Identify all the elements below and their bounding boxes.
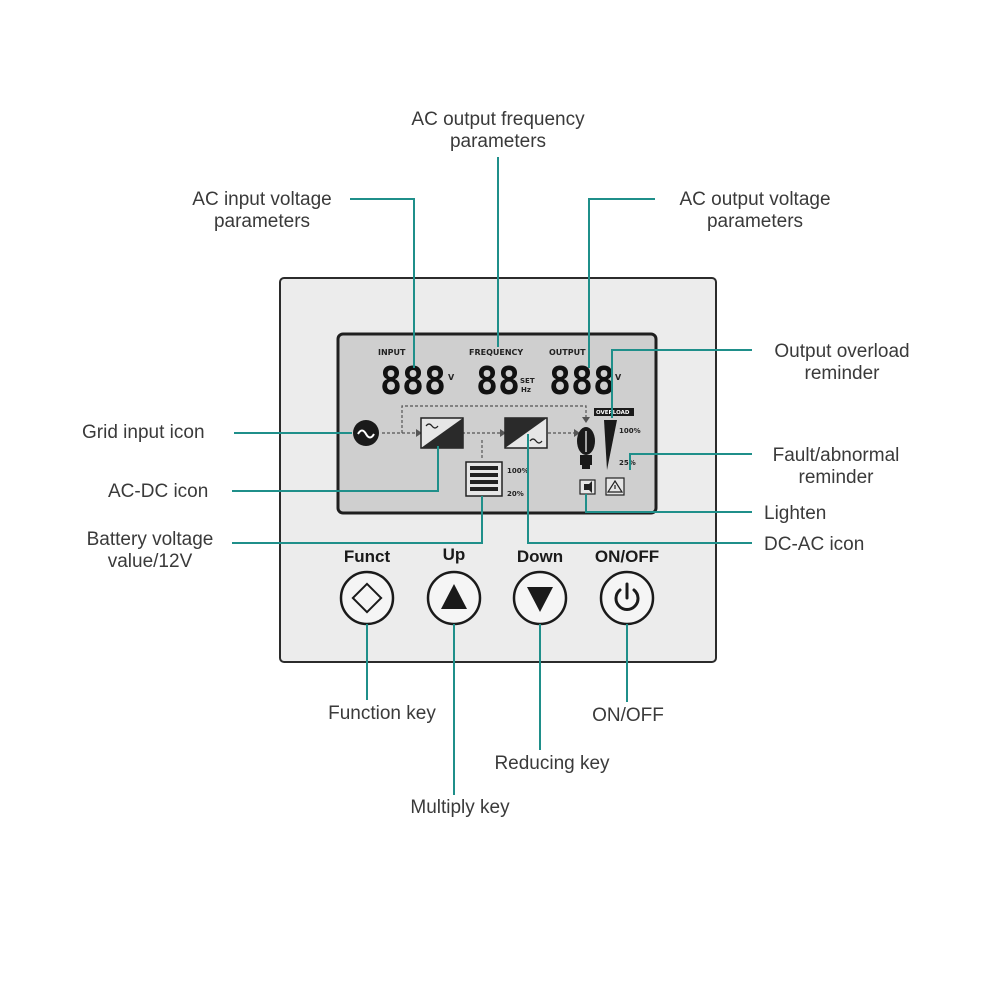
up-button[interactable] bbox=[426, 570, 482, 626]
callout-grid-input-icon: Grid input icon bbox=[82, 422, 205, 443]
callout-fault-abnormal-1: Fault/abnormal bbox=[773, 445, 900, 466]
frequency-unit: Hz bbox=[521, 386, 531, 394]
onoff-button-label: ON/OFF bbox=[595, 547, 659, 566]
lcd-input-label: INPUT bbox=[378, 348, 406, 357]
load-100-label: 100% bbox=[619, 427, 641, 435]
down-button-label: Down bbox=[517, 547, 563, 566]
callout-lighten: Lighten bbox=[764, 503, 826, 524]
power-icon bbox=[614, 582, 640, 611]
up-button-label: Up bbox=[443, 545, 466, 564]
bulb-load-icon bbox=[577, 427, 595, 469]
down-triangle-icon bbox=[527, 587, 553, 612]
callout-ac-input-voltage-2: parameters bbox=[214, 211, 310, 232]
flow-lines bbox=[382, 405, 587, 458]
funct-button-label: Funct bbox=[344, 547, 391, 566]
funct-button[interactable] bbox=[339, 570, 395, 626]
callout-ac-output-voltage-2: parameters bbox=[707, 211, 803, 232]
fault-warning-icon bbox=[605, 477, 625, 496]
lcd-frequency-label: FREQUENCY bbox=[469, 348, 523, 357]
callout-dc-ac-icon: DC-AC icon bbox=[764, 534, 864, 555]
down-button[interactable] bbox=[512, 570, 568, 626]
overload-bar-icon bbox=[594, 408, 634, 470]
dc-ac-converter-icon bbox=[504, 417, 548, 449]
ac-dc-converter-icon bbox=[420, 417, 464, 449]
callout-ac-output-voltage-1: AC output voltage bbox=[679, 189, 830, 210]
input-voltage-unit: V bbox=[448, 373, 455, 382]
leader-lines bbox=[232, 157, 752, 795]
frequency-digits: 88 bbox=[476, 359, 520, 403]
battery-20-label: 20% bbox=[507, 490, 524, 498]
up-triangle-icon bbox=[441, 584, 467, 609]
battery-100-label: 100% bbox=[507, 467, 529, 475]
lighten-icon bbox=[579, 479, 596, 495]
callout-function-key: Function key bbox=[328, 703, 436, 724]
onoff-button[interactable] bbox=[599, 570, 655, 626]
callout-multiply-key: Multiply key bbox=[410, 797, 510, 818]
callout-fault-abnormal-2: reminder bbox=[799, 467, 875, 488]
battery-icon bbox=[465, 461, 503, 497]
callout-output-overload-2: reminder bbox=[805, 363, 881, 384]
callout-battery-voltage-1: Battery voltage bbox=[87, 529, 214, 550]
callout-ac-output-frequency-2: parameters bbox=[450, 131, 546, 152]
load-25-label: 25% bbox=[619, 459, 636, 467]
diamond-icon bbox=[351, 582, 383, 614]
frequency-set-label: SET bbox=[520, 377, 535, 385]
callout-battery-voltage-2: value/12V bbox=[108, 551, 193, 572]
callout-reducing-key: Reducing key bbox=[494, 753, 610, 774]
grid-input-icon bbox=[353, 420, 379, 446]
output-voltage-unit: V bbox=[615, 373, 622, 382]
callout-ac-dc-icon: AC-DC icon bbox=[108, 481, 208, 502]
callout-ac-output-frequency-1: AC output frequency bbox=[411, 109, 585, 130]
callout-on-off: ON/OFF bbox=[592, 705, 664, 726]
lcd-output-label: OUTPUT bbox=[549, 348, 586, 357]
callout-output-overload-1: Output overload bbox=[774, 341, 909, 362]
callout-ac-input-voltage-1: AC input voltage bbox=[192, 189, 331, 210]
output-voltage-digits: 888 bbox=[549, 359, 615, 403]
